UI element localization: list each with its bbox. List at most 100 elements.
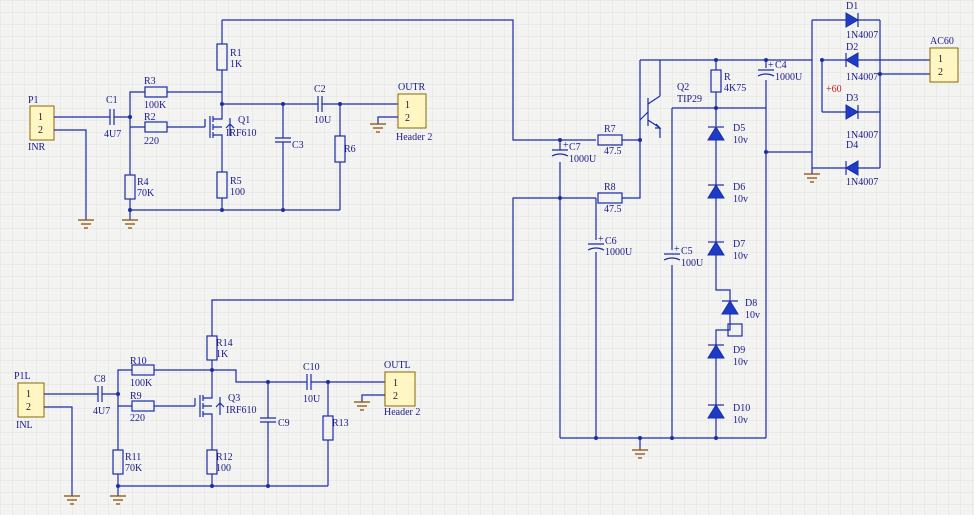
d8-value: 10v (745, 310, 760, 321)
transistor-q2[interactable]: Q2 TIP29 (639, 82, 702, 129)
capacitor-c6[interactable]: + C6 1000U (587, 234, 633, 258)
connector-p1-pin1: 1 (38, 112, 43, 123)
r3-value: 100K (144, 100, 167, 111)
rectifier-diode-d2[interactable]: D2 1N4007 (845, 42, 878, 83)
r5-value: 100 (230, 187, 245, 198)
wire (167, 91, 222, 128)
connector-outr-pin1: 1 (405, 100, 410, 111)
r9-ref: R9 (130, 391, 142, 402)
ground-symbol-icon (804, 173, 820, 183)
plus-icon: + (674, 244, 680, 255)
d4-value: 1N4007 (846, 177, 878, 188)
connector-ac60-name: AC60 (930, 36, 954, 47)
wire (54, 116, 104, 220)
d7-value: 10v (733, 251, 748, 262)
q2-ref: Q2 (677, 82, 689, 93)
r13-ref: R13 (332, 418, 349, 429)
connector-p1-name: P1 (28, 95, 39, 106)
r7-value: 47.5 (604, 146, 622, 157)
connector-p1l-pin2: 2 (26, 402, 31, 413)
connector-outl-name: OUTL (384, 360, 411, 371)
connector-ac60-pin2: 2 (938, 67, 943, 78)
power-supply: + C7 1000U R7 47.5 R8 47.5 + C6 1000U Q2 (551, 1, 959, 459)
q1-ref: Q1 (238, 115, 250, 126)
d5-ref: D5 (733, 123, 745, 134)
d5-value: 10v (733, 135, 748, 146)
connector-p1-body (29, 105, 55, 141)
d1-value: 1N4007 (846, 30, 878, 41)
rectifier-diode-d4[interactable]: D4 1N4007 (845, 140, 878, 188)
net-label-inl: INL (16, 420, 33, 431)
c5-value: 100U (681, 258, 704, 269)
wire (377, 116, 398, 124)
d1-ref: D1 (846, 1, 858, 12)
r3-ref: R3 (144, 76, 156, 87)
r7-ref: R7 (604, 124, 616, 135)
c8-value: 4U7 (93, 406, 110, 417)
c7-value: 1000U (569, 154, 597, 165)
connector-p1[interactable]: P1 1 2 INR (28, 95, 55, 153)
q3-value: IRF610 (226, 405, 257, 416)
capacitor-c5[interactable]: + C5 100U (663, 244, 704, 269)
connector-outr-desc: Header 2 (396, 132, 432, 143)
r8-value: 47.5 (604, 204, 622, 215)
r2-value: 220 (144, 136, 159, 147)
r5-ref: R5 (230, 176, 242, 187)
d3-ref: D3 (846, 93, 858, 104)
r14-ref: R14 (216, 338, 233, 349)
wire (222, 19, 560, 141)
connector-p1l[interactable]: P1L 1 2 INL (14, 371, 45, 431)
capacitor-c2[interactable]: C2 10U (313, 84, 340, 126)
capacitor-c8[interactable]: C8 4U7 (92, 374, 118, 417)
d4-ref: D4 (846, 140, 858, 151)
connector-p1l-name: P1L (14, 371, 31, 382)
left-channel-amplifier: P1L 1 2 INL C8 4U7 R10 100K R9 220 R11 (14, 197, 560, 505)
plus-icon: + (563, 140, 569, 151)
d2-value: 1N4007 (846, 72, 878, 83)
connector-outl-desc: Header 2 (384, 407, 420, 418)
wire (639, 59, 766, 438)
r12-value: 100 (216, 463, 231, 474)
d9-ref: D9 (733, 345, 745, 356)
d7-ref: D7 (733, 239, 745, 250)
wire (44, 393, 92, 496)
q3-ref: Q3 (228, 393, 240, 404)
d10-value: 10v (733, 415, 748, 426)
capacitor-c10[interactable]: C10 10U (302, 362, 328, 405)
ground-symbol-icon (354, 401, 370, 411)
c9-ref: C9 (278, 418, 290, 429)
connector-outr[interactable]: OUTR 1 2 Header 2 (396, 82, 432, 143)
connector-outr-pin2: 2 (405, 113, 410, 124)
wire (129, 91, 145, 175)
c2-ref: C2 (314, 84, 326, 95)
ground-symbol-icon (632, 449, 648, 459)
c10-ref: C10 (303, 362, 320, 373)
r12-ref: R12 (216, 452, 233, 463)
r9-value: 220 (130, 413, 145, 424)
rectifier-diode-d3[interactable]: D3 1N4007 (845, 93, 878, 141)
d3-value: 1N4007 (846, 130, 878, 141)
capacitor-c7[interactable]: + C7 1000U (551, 140, 597, 165)
r11-value: 70K (125, 463, 143, 474)
r-ref: R (724, 72, 731, 83)
connector-outr-body (397, 93, 427, 129)
d6-ref: D6 (733, 182, 745, 193)
connector-ac60[interactable]: AC60 1 2 (929, 36, 959, 83)
connector-outl[interactable]: OUTL 1 2 Header 2 (384, 360, 420, 418)
ground-symbol-icon (110, 495, 126, 505)
r10-value: 100K (130, 378, 153, 389)
mosfet-q3[interactable]: Q3 IRF610 (194, 393, 257, 424)
c10-value: 10U (303, 394, 321, 405)
mosfet-q1[interactable]: Q1 IRF610 (204, 115, 257, 145)
d2-ref: D2 (846, 42, 858, 53)
wire (811, 19, 930, 170)
ground-symbol-icon (122, 219, 138, 229)
c4-value: 1000U (775, 72, 803, 83)
capacitor-c4[interactable]: + C4 1000U (757, 60, 803, 83)
wire (212, 369, 302, 418)
rectifier-diode-d1[interactable]: D1 1N4007 (845, 1, 878, 41)
d10-ref: D10 (733, 403, 750, 414)
r10-ref: R10 (130, 356, 147, 367)
capacitor-c1[interactable]: C1 4U7 (104, 95, 130, 140)
